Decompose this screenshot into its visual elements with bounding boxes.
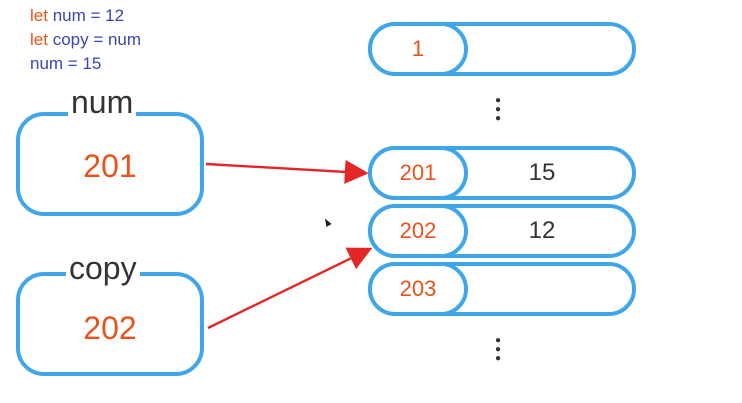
memory-address: 201 xyxy=(368,146,468,200)
code-text: num = 12 xyxy=(47,6,125,25)
memory-address: 1 xyxy=(368,22,468,76)
code-text: num = 15 xyxy=(30,54,102,73)
keyword-let: let xyxy=(30,6,48,25)
memory-cell: 203 xyxy=(368,262,636,316)
memory-cell: 202 12 xyxy=(368,204,636,258)
variable-value: 201 xyxy=(83,148,137,184)
memory-cell: 201 15 xyxy=(368,146,636,200)
ellipsis-icon: ●●● xyxy=(494,95,502,124)
memory-address: 202 xyxy=(368,204,468,258)
variable-label-num: num xyxy=(68,86,137,118)
memory-value: 15 xyxy=(528,159,556,186)
code-line-2: let copy = num xyxy=(30,28,141,52)
ellipsis-icon: ●●● xyxy=(494,335,502,364)
keyword-let: let xyxy=(30,30,48,49)
code-snippet: let num = 12 let copy = num num = 15 xyxy=(30,4,141,76)
variable-box-copy: 202 xyxy=(16,272,204,376)
variable-label-copy: copy xyxy=(66,252,140,284)
code-text: copy = num xyxy=(47,30,142,49)
memory-address: 203 xyxy=(368,262,468,316)
arrow-num-to-201 xyxy=(205,159,369,184)
code-line-1: let num = 12 xyxy=(30,4,141,28)
code-line-3: num = 15 xyxy=(30,52,141,76)
memory-cell: 1 xyxy=(368,22,636,76)
variable-value: 202 xyxy=(83,310,137,346)
memory-value: 12 xyxy=(528,217,556,244)
arrow-copy-to-202 xyxy=(207,247,373,330)
